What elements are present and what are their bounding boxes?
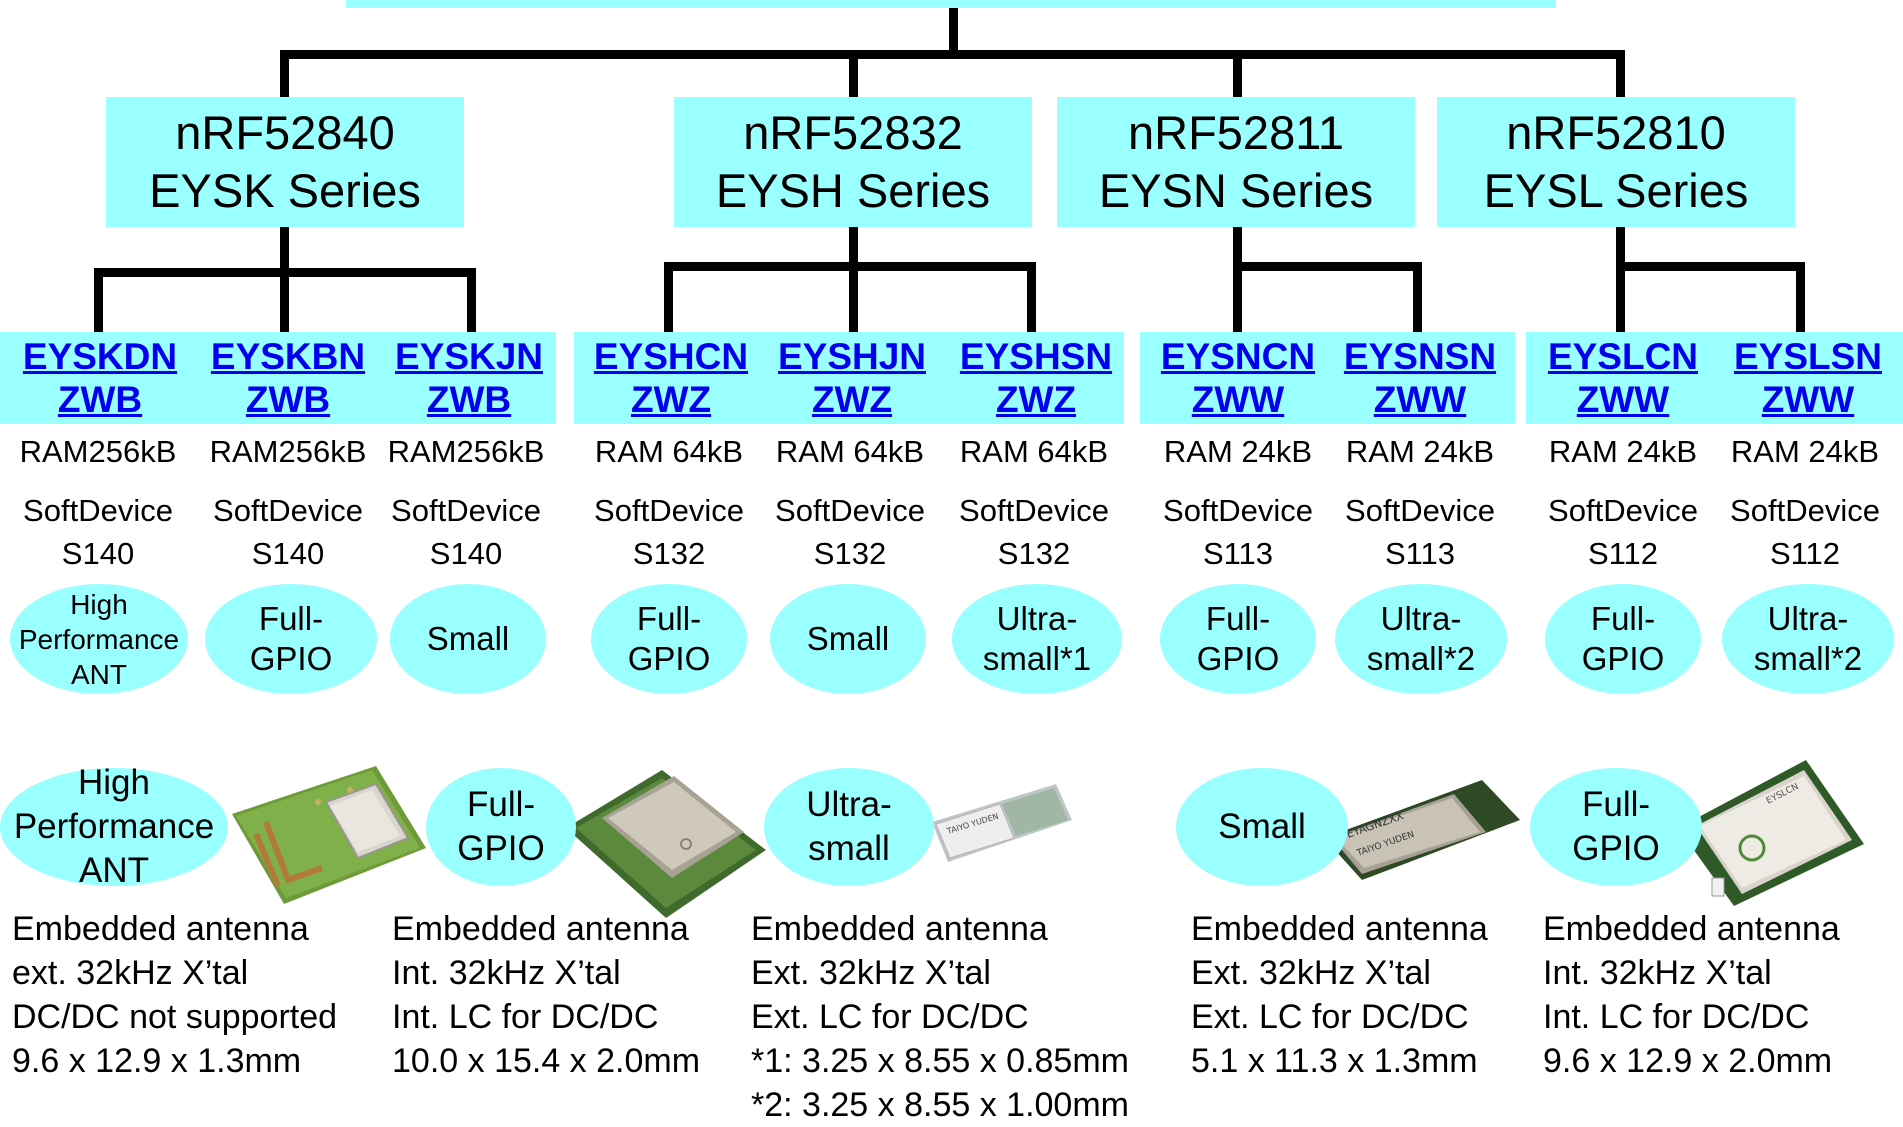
module-photo-high-performance [232,766,426,904]
connector-eysh-horizontal [664,262,1036,271]
feature-oval: Small [390,584,546,694]
module-band-eysh [574,332,1124,424]
root-box [346,0,1556,8]
photo-label-oval: Full-GPIO [426,768,576,886]
module-ram: RAM256kB [387,434,545,469]
connector-eysh-drop-1 [664,262,673,332]
feature-oval: Full-GPIO [1545,584,1701,694]
feature-oval: Ultra-small*1 [952,584,1122,694]
connector-eysl-drop-2 [1796,262,1805,332]
photo-label-oval: Ultra-small [764,768,934,886]
module-photo-small: EYAGNZXX TAIYO YUDEN [1324,780,1520,880]
module-photo-full-gpio [566,770,766,918]
module-photo-ultra-small: TAIYO YUDEN [932,784,1072,862]
module-ram: RAM 64kB [594,434,744,469]
connector-eysk-drop-3 [467,268,476,332]
series-chip: nRF52832 [743,106,963,159]
feature-oval: Ultra-small*2 [1335,584,1507,694]
series-box-eysn: nRF52811 EYSN Series [1057,97,1415,227]
series-box-eysh: nRF52832 EYSH Series [674,97,1032,227]
series-chip: nRF52810 [1506,106,1726,159]
series-box-eysk: nRF52840 EYSK Series [106,97,464,227]
connector-eysn-stem [1233,227,1242,332]
series-name: EYSH Series [715,164,991,217]
module-photo-full-gpio-eysl: EYSLCN [1678,760,1864,906]
photo-label-oval: Small [1176,768,1348,886]
connector-root-stem [949,8,958,58]
feature-oval: Full-GPIO [591,584,747,694]
connector-eysl-stem [1616,227,1625,332]
feature-oval: Full-GPIO [205,584,377,694]
series-name: EYSL Series [1483,164,1749,217]
connector-eysn-drop-2 [1413,262,1422,332]
connector-eysh-drop-3 [1027,262,1036,332]
feature-oval: Full-GPIO [1160,584,1316,694]
module-ram: RAM 24kB [1345,434,1495,469]
series-name: EYSN Series [1098,164,1374,217]
connector-eysk-stem [280,227,289,332]
connector-drop-eysn [1233,50,1242,98]
series-chip: nRF52840 [175,106,395,159]
connector-eysh-stem [849,227,858,332]
feature-oval: Ultra-small*2 [1722,584,1894,694]
feature-oval: Small [770,584,926,694]
connector-drop-eysl [1616,50,1625,98]
module-band-eysl [1526,332,1903,424]
series-chip: nRF52811 [1128,106,1344,159]
connector-eysn-horizontal [1233,262,1422,271]
connector-drop-eysh [849,50,858,98]
module-band-eysk [0,332,556,424]
module-ram: RAM 64kB [959,434,1109,469]
photo-label-oval: Full-GPIO [1530,768,1702,886]
module-ram: RAM 24kB [1548,434,1698,469]
connector-eysk-drop-1 [94,268,103,332]
connector-eysl-horizontal [1616,262,1805,271]
module-ram: RAM 24kB [1163,434,1313,469]
connector-drop-eysk [280,50,289,98]
series-box-eysl: nRF52810 EYSL Series [1437,97,1795,227]
connector-top-horizontal [280,50,1625,59]
module-ram: RAM 64kB [775,434,925,469]
connector-eysk-horizontal [94,268,476,277]
module-band-eysn [1140,332,1515,424]
module-ram: RAM256kB [209,434,367,469]
module-ram: RAM 24kB [1730,434,1880,469]
series-name: EYSK Series [149,164,421,217]
module-ram: RAM256kB [19,434,177,469]
